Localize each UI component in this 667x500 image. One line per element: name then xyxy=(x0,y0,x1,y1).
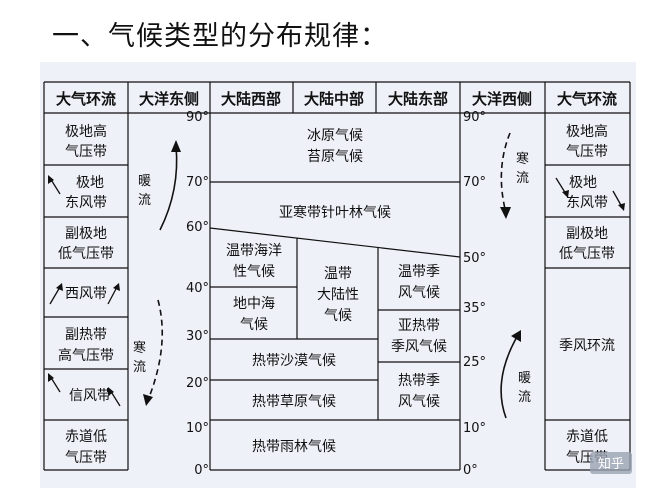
arrow-head-icon xyxy=(113,283,120,291)
left-cold-current-label: 寒 xyxy=(133,340,146,356)
header-continent-east: 大陆东部 xyxy=(388,90,448,108)
climate-tropical-savanna: 热带草原气候 xyxy=(252,394,336,410)
left-westerly-wind-arrow xyxy=(49,286,61,305)
left-warm-current-label: 暖 xyxy=(138,174,151,189)
arrow-head-icon xyxy=(618,203,625,211)
arrow-head-icon xyxy=(143,394,153,406)
climate-temperate-monsoon: 温带季 xyxy=(398,264,440,280)
right-cold-current-arrow xyxy=(500,132,511,214)
right-warm-current-arrow xyxy=(500,334,519,419)
climate-temperate-continental: 气候 xyxy=(324,308,352,324)
right-belt-monsoon-circulation: 季风环流 xyxy=(559,338,615,354)
left-belt-polar-easterlies: 极地 xyxy=(76,175,104,191)
left-warm-current-label: 流 xyxy=(138,193,151,208)
header-ocean-east: 大洋东侧 xyxy=(139,90,199,108)
watermark-text: 知乎 xyxy=(598,456,624,472)
header-continent-west: 大陆西部 xyxy=(221,90,281,108)
right-belt-polar-high: 极地高 xyxy=(566,123,608,140)
right-belt-polar-high: 气压带 xyxy=(566,144,608,160)
right-belt-polar-easterlies: 东风带 xyxy=(566,195,608,211)
right-latitude-label: 70° xyxy=(463,175,486,190)
diagram-background xyxy=(40,62,636,488)
left-belt-polar-easterlies: 东风带 xyxy=(65,195,107,211)
right-cold-current-label: 流 xyxy=(516,171,529,186)
climate-tropical-rainforest: 热带雨林气候 xyxy=(252,439,336,455)
right-latitude-label: 35° xyxy=(463,301,486,316)
arrow-head-icon xyxy=(171,140,181,152)
climate-mediterranean: 地中海 xyxy=(233,296,275,312)
arrow-head-icon xyxy=(48,175,54,184)
right-belt-equatorial-low: 赤道低 xyxy=(566,429,608,445)
climate-tropical-monsoon: 热带季 xyxy=(398,373,440,389)
right-warm-current-label: 暖 xyxy=(518,371,531,386)
climate-tundra: 苔原气候 xyxy=(307,148,363,165)
left-belt-polar-high: 极地高 xyxy=(65,123,107,140)
climate-subtropical-monsoon: 亚热带 xyxy=(398,318,440,334)
right-polar-easterly-wind-arrow xyxy=(555,177,567,195)
left-cold-current-label: 流 xyxy=(133,360,146,375)
left-westerly-wind-arrow xyxy=(107,286,118,305)
watermark-badge xyxy=(590,452,632,474)
right-latitude-label: 0° xyxy=(463,463,478,478)
arrow-head-icon xyxy=(511,330,521,342)
right-belt-polar-easterlies: 极地 xyxy=(569,175,597,191)
arrow-head-icon xyxy=(562,190,569,198)
left-belt-equatorial-low: 气压带 xyxy=(65,450,107,466)
left-warm-current-arrow xyxy=(159,145,178,231)
left-belt-subpolar-low: 副极地 xyxy=(65,226,107,242)
arrow-head-icon xyxy=(48,373,54,382)
page-title: 一、气候类型的分布规律： xyxy=(52,21,388,52)
header-ocean-west: 大洋西侧 xyxy=(472,90,532,108)
right-latitude-label: 50° xyxy=(463,251,486,266)
climate-tropical-desert: 热带沙漠气候 xyxy=(252,353,336,369)
climate-subarctic-coniferous: 亚寒带针叶林气候 xyxy=(279,204,391,221)
left-belt-westerlies: 西风带 xyxy=(65,286,107,302)
arrow-head-icon xyxy=(108,387,114,396)
left-latitude-label: 90° xyxy=(186,110,209,125)
right-latitude-label: 90° xyxy=(463,110,486,125)
climate-subtropical-monsoon: 季风气候 xyxy=(391,339,447,355)
left-latitude-label: 30° xyxy=(186,329,209,344)
left-latitude-label: 0° xyxy=(194,463,209,478)
left-latitude-label: 40° xyxy=(186,281,209,296)
left-latitude-label: 70° xyxy=(186,175,209,190)
right-warm-current-label: 流 xyxy=(518,390,531,405)
header-continent-middle: 大陆中部 xyxy=(304,90,364,108)
left-belt-subtropical-high: 副热带 xyxy=(65,327,107,343)
arrow-head-icon xyxy=(500,207,511,219)
right-cold-current-label: 寒 xyxy=(516,151,529,167)
climate-temperate-continental: 大陆性 xyxy=(317,287,359,303)
left-belt-trade-winds: 信风带 xyxy=(69,388,111,404)
right-latitude-label: 25° xyxy=(463,355,486,370)
left-belt-polar-high: 气压带 xyxy=(65,144,107,160)
climate-mediterranean: 气候 xyxy=(240,317,268,333)
right-belt-subpolar-low: 低气压带 xyxy=(559,246,615,262)
left-latitude-label: 10° xyxy=(186,421,209,436)
right-belt-subpolar-low: 副极地 xyxy=(566,226,608,242)
header-circulation-right: 大气环流 xyxy=(557,90,617,108)
left-cold-current-arrow xyxy=(147,299,164,401)
right-latitude-label: 10° xyxy=(463,421,486,436)
climate-tropical-monsoon: 风气候 xyxy=(398,394,440,410)
climate-temperate-continental: 温带 xyxy=(324,266,352,282)
climate-ice-cap: 冰原气候 xyxy=(307,128,363,144)
left-latitude-label: 60° xyxy=(186,220,209,235)
left-belt-subtropical-high: 高气压带 xyxy=(58,347,114,364)
header-circulation-left: 大气环流 xyxy=(56,90,116,108)
left-belt-subpolar-low: 低气压带 xyxy=(58,246,114,262)
climate-temperate-maritime: 温带海洋 xyxy=(226,243,282,259)
left-latitude-label: 20° xyxy=(186,376,209,391)
left-belt-equatorial-low: 赤道低 xyxy=(65,429,107,445)
arrow-head-icon xyxy=(56,283,63,291)
climate-temperate-maritime: 性气候 xyxy=(233,264,275,280)
climate-temperate-monsoon: 风气候 xyxy=(398,285,440,301)
